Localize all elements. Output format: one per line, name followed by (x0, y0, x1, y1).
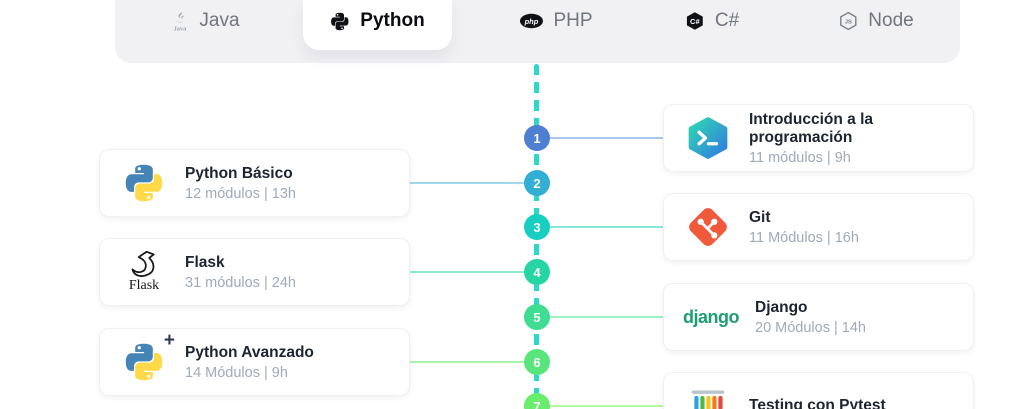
language-tabbar: Java Java Python php PHP (115, 0, 960, 63)
tab-label: PHP (553, 10, 593, 31)
connector-node6 (408, 361, 526, 363)
tab-label: Java (199, 10, 240, 31)
python-logo-icon (120, 159, 168, 207)
python-icon (329, 11, 350, 32)
course-meta: 11 módulos | 9h (749, 149, 851, 166)
flask-wordmark: Flask (128, 278, 160, 293)
course-card-django[interactable]: django Django 20 Módulos | 14h (663, 283, 974, 351)
course-card-git[interactable]: Git 11 Módulos | 16h (663, 193, 974, 261)
course-meta: 31 módulos | 24h (185, 274, 296, 291)
connector-node4 (408, 271, 526, 273)
course-title: Flask (185, 253, 225, 271)
pytest-logo-icon (684, 382, 732, 409)
plus-glyph: + (163, 330, 175, 351)
node-number: 7 (533, 398, 541, 409)
course-meta: 14 Módulos | 9h (185, 364, 288, 381)
course-meta: 12 módulos | 13h (185, 185, 296, 202)
connector-node3 (548, 226, 665, 228)
node-icon: JS (838, 11, 858, 31)
course-title: Python Avanzado (185, 343, 314, 361)
active-tab-pill (303, 0, 452, 50)
connector-node2 (408, 182, 526, 184)
node-number: 4 (533, 264, 541, 280)
course-title: Testing con Pytest (749, 397, 886, 409)
terminal-icon (684, 114, 732, 162)
node-js-glyph: JS (845, 19, 852, 25)
connector-node5 (548, 316, 665, 318)
timeline-node-7: 7 (524, 393, 550, 409)
csharp-icon: C# (685, 11, 705, 31)
course-card-flask[interactable]: Flask Flask 31 módulos | 24h (99, 238, 410, 306)
course-card-testing-pytest[interactable]: Testing con Pytest (663, 372, 974, 409)
node-number: 1 (533, 130, 541, 146)
course-title: Python Básico (185, 164, 293, 182)
git-logo-icon (684, 203, 732, 251)
django-wordmark: django (683, 306, 740, 327)
course-card-python-avanzado[interactable]: + Python Avanzado 14 Módulos | 9h (99, 328, 410, 396)
course-title: Git (749, 208, 771, 226)
node-number: 6 (533, 354, 541, 370)
django-logo-icon: django (683, 293, 740, 341)
node-number: 5 (533, 309, 541, 325)
course-meta: 20 Módulos | 14h (755, 319, 866, 336)
java-icon: Java (170, 10, 189, 33)
tab-label: Python (360, 10, 425, 31)
timeline-node-2: 2 (524, 170, 550, 196)
php-wordmark: php (524, 17, 539, 26)
course-card-python-basico[interactable]: Python Básico 12 módulos | 13h (99, 149, 410, 217)
flask-logo-icon: Flask (120, 248, 168, 296)
timeline-node-6: 6 (524, 349, 550, 375)
connector-node7 (548, 405, 665, 407)
php-icon: php (519, 13, 543, 29)
tab-java[interactable]: Java Java (170, 6, 240, 36)
course-meta: 11 Módulos | 16h (749, 229, 859, 246)
tab-python[interactable]: Python (329, 6, 425, 36)
timeline-node-4: 4 (524, 259, 550, 285)
tab-label: C# (714, 10, 740, 31)
csharp-glyph: C# (690, 17, 700, 26)
tab-php[interactable]: php PHP (519, 6, 593, 36)
java-wordmark: Java (174, 25, 187, 32)
tab-csharp[interactable]: C# C# (685, 6, 739, 36)
python-plus-logo-icon: + (120, 331, 175, 386)
tab-label: Node (868, 10, 914, 31)
timeline-node-5: 5 (524, 304, 550, 330)
timeline-node-1: 1 (524, 125, 550, 151)
timeline-node-3: 3 (524, 214, 550, 240)
course-title: Introducción a la programación (749, 110, 874, 146)
connector-node1 (548, 137, 665, 139)
course-title: Django (755, 298, 808, 316)
course-card-intro-programacion[interactable]: Introducción a la programación 11 módulo… (663, 104, 974, 172)
node-number: 2 (533, 175, 541, 191)
tab-node[interactable]: JS Node (838, 6, 914, 36)
node-number: 3 (533, 219, 541, 235)
